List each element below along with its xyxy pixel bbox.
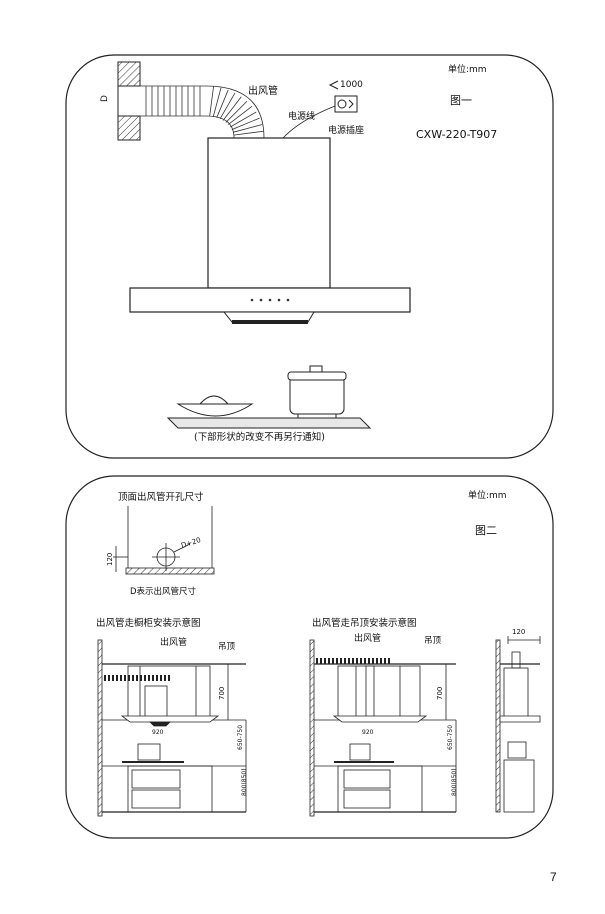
diagram-a [97, 639, 247, 817]
diagram-b-800: 800(850) [451, 768, 458, 796]
unit-label-1: 单位:mm [448, 63, 487, 75]
diagram-b-duct: 出风管 [354, 632, 381, 644]
diagram-b-title: 出风管走吊顶安装示意图 [312, 617, 417, 629]
duct-label: 出风管 [248, 84, 278, 97]
diagram-a-920: 920 [152, 729, 164, 736]
diagram-a-duct: 出风管 [160, 636, 187, 648]
figure2-frame [65, 475, 554, 839]
hole-sketch [113, 506, 215, 575]
hole-dim-120: 120 [106, 553, 114, 566]
diagram-a-800: 800(850) [241, 768, 248, 796]
exhaust-duct [140, 85, 265, 139]
diagram-b-650: 650-750 [447, 725, 454, 750]
d-label: D [100, 95, 110, 102]
cord-arrow [328, 80, 339, 90]
diagram-b-ceiling: 吊顶 [424, 636, 442, 646]
stove [166, 365, 372, 429]
range-hood [129, 137, 411, 324]
cord-label: 电源线 [288, 110, 315, 122]
diagram-a-650: 650-750 [237, 725, 244, 750]
hood-chimney [207, 137, 331, 289]
control-buttons [250, 298, 290, 302]
hole-dim-d: D+20 [180, 536, 202, 550]
socket-icon [334, 95, 358, 113]
model-number: CXW-220-T907 [416, 128, 497, 141]
figure1-frame [65, 54, 554, 459]
socket-label: 电源插座 [328, 124, 364, 136]
wall-section [117, 61, 141, 141]
hole-caption: D表示出风管尺寸 [130, 586, 197, 597]
diagram-a-ribs [104, 675, 170, 681]
side-view [495, 636, 541, 813]
diagram-b-700: 700 [436, 687, 444, 700]
diagram-b-ribs [316, 658, 390, 664]
cord-length: 1000 [340, 80, 363, 90]
diagram-a-ceiling: 吊顶 [218, 642, 236, 652]
diagram-a-700: 700 [218, 687, 226, 700]
figure-1-label: 图一 [450, 94, 472, 107]
power-cord [282, 105, 336, 139]
diagram-b [309, 639, 457, 817]
diagram-a-title: 出风管走橱柜安装示意图 [96, 617, 201, 629]
note-text: (下部形状的改变不再另行通知) [194, 431, 325, 443]
diagram-b-920: 920 [362, 729, 374, 736]
unit-label-2: 单位:mm [468, 489, 507, 501]
side-view-120: 120 [512, 628, 525, 636]
page-number: 7 [550, 870, 557, 884]
figure-2-label: 图二 [475, 524, 497, 537]
hole-title: 顶面出风管开孔尺寸 [118, 491, 204, 503]
